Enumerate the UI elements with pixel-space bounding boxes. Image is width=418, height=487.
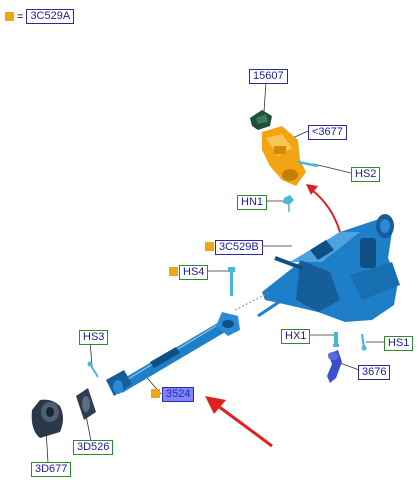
bracket-15607 xyxy=(250,110,272,130)
callout-15607[interactable]: 15607 xyxy=(249,69,288,84)
callout-hs4[interactable]: HS4 xyxy=(179,265,209,280)
callout-3c529b[interactable]: 3C529B xyxy=(215,240,263,255)
callout-hs2[interactable]: HS2 xyxy=(351,167,381,182)
callout-hs3[interactable]: HS3 xyxy=(79,330,109,345)
column-boot xyxy=(31,399,63,438)
lock-housing xyxy=(262,126,319,186)
legend: = 3C529A xyxy=(5,9,75,24)
red-arrow-upper xyxy=(306,184,341,233)
callout-hn1[interactable]: HN1 xyxy=(237,195,268,210)
callout-3676[interactable]: 3676 xyxy=(358,365,391,380)
callout-3524[interactable]: 3524 xyxy=(162,387,195,402)
column-housing xyxy=(257,214,400,322)
orange-bullet-hs4 xyxy=(169,267,178,276)
callout-hs1[interactable]: HS1 xyxy=(384,336,414,351)
seal-plate xyxy=(76,388,96,420)
orange-key-swatch xyxy=(5,12,14,21)
screw-hs1 xyxy=(360,333,367,351)
intermediate-shaft xyxy=(106,291,271,396)
callout-3677[interactable]: <3677 xyxy=(308,125,347,140)
red-arrow-lower xyxy=(205,396,273,448)
bolt-hs3 xyxy=(87,361,99,378)
bolt-hs4 xyxy=(228,267,235,296)
callout-3d526[interactable]: 3D526 xyxy=(73,440,114,455)
callout-hx1[interactable]: HX1 xyxy=(281,329,311,344)
tilt-lever xyxy=(327,350,342,383)
legend-part-ref[interactable]: 3C529A xyxy=(26,9,75,24)
orange-bullet-3524 xyxy=(151,389,160,398)
orange-bullet-3c529b xyxy=(205,242,214,251)
legend-equals: = xyxy=(17,10,24,23)
callout-3d677[interactable]: 3D677 xyxy=(31,462,72,477)
nut-hn1 xyxy=(283,195,294,212)
screw-hx1 xyxy=(333,332,339,347)
